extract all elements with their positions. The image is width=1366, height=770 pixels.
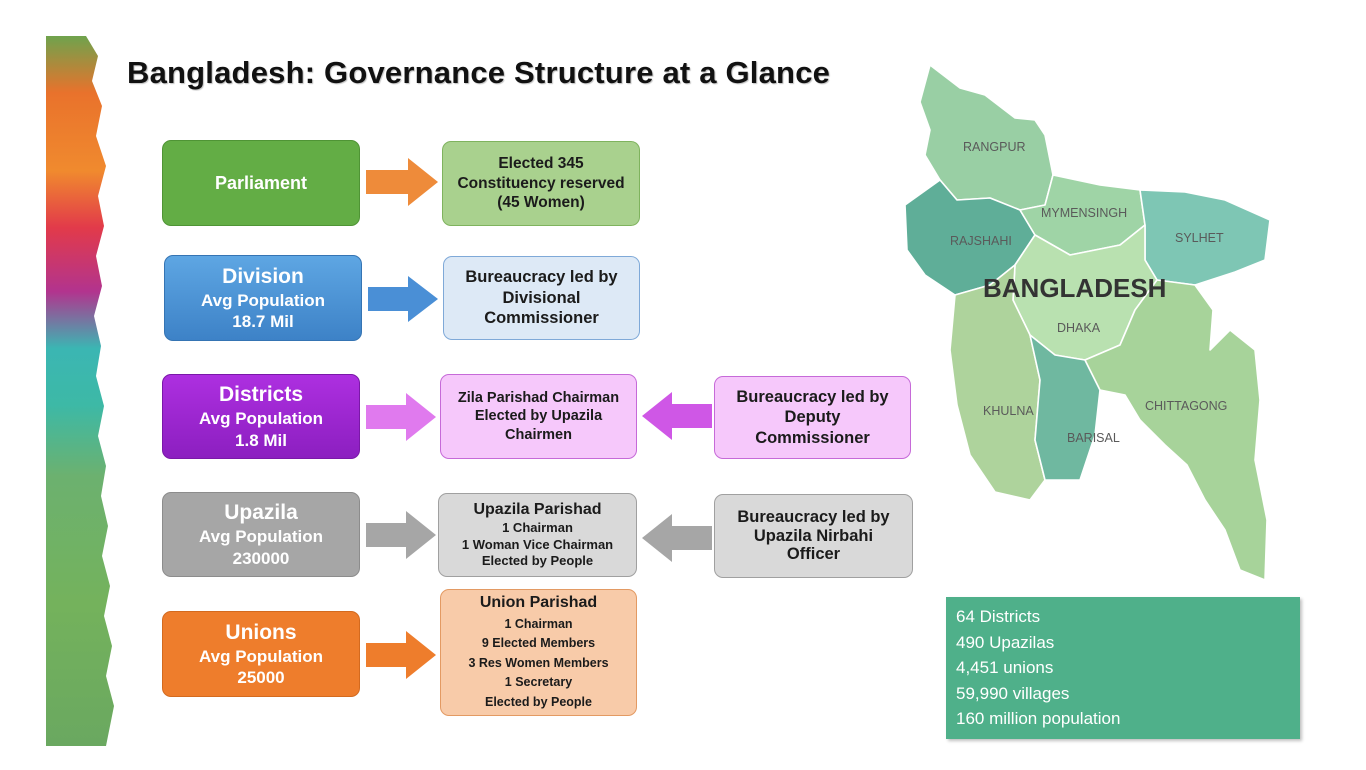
unions-detail-heading: Union Parishad — [479, 594, 598, 612]
bangladesh-map: RANGPUR MYMENSINGH RAJSHAHI SYLHET DHAKA… — [904, 64, 1271, 581]
unions-detail-box: Union Parishad 1 Chairman 9 Elected Memb… — [440, 589, 637, 716]
districts-population: 1.8 Mil — [235, 430, 287, 450]
districts-bureaucracy-box: Bureaucracy led by Deputy Commissioner — [714, 376, 911, 459]
parliament-detail-line-3: (45 Women) — [497, 194, 585, 212]
districts-label: Districts — [218, 383, 304, 407]
upazila-bureaucracy-line-1: Bureaucracy led by — [737, 507, 890, 526]
districts-bureaucracy-line-1: Bureaucracy led by — [736, 387, 889, 406]
districts-bureaucracy-line-2: Deputy — [784, 408, 841, 427]
map-label-khulna: KHULNA — [983, 404, 1034, 418]
map-label-chittagong: CHITTAGONG — [1145, 399, 1227, 413]
map-label-rajshahi: RAJSHAHI — [950, 234, 1012, 248]
parliament-arrow — [366, 158, 438, 206]
unions-detail-line-4: 1 Secretary — [504, 675, 573, 690]
upazila-left-arrow — [642, 514, 712, 562]
districts-avg-label: Avg Population — [198, 409, 324, 429]
districts-box: Districts Avg Population 1.8 Mil — [162, 374, 360, 459]
barisal-region — [1029, 334, 1101, 481]
unions-detail-line-5: Elected by People — [485, 694, 592, 709]
stat-upazilas: 490 Upazilas — [956, 632, 1055, 652]
stat-population: 160 million population — [956, 709, 1121, 728]
upazila-population: 230000 — [232, 548, 290, 568]
districts-left-arrow — [642, 392, 712, 440]
division-detail-box: Bureaucracy led by Divisional Commission… — [443, 256, 640, 340]
parliament-detail-box: Elected 345 Constituency reserved (45 Wo… — [442, 141, 640, 226]
districts-detail-line-3: Chairmen — [505, 426, 572, 443]
upazila-detail-heading: Upazila Parishad — [473, 500, 602, 518]
division-population: 18.7 Mil — [232, 312, 294, 332]
division-label: Division — [222, 264, 304, 288]
districts-detail-line-2: Elected by Upazila — [474, 408, 603, 425]
map-label-barisal: BARISAL — [1067, 431, 1120, 445]
parliament-label: Parliament — [214, 172, 308, 193]
unions-detail-line-3: 3 Res Women Members — [468, 655, 609, 670]
upazila-detail-box: Upazila Parishad 1 Chairman 1 Woman Vice… — [438, 493, 637, 577]
map-label-sylhet: SYLHET — [1175, 231, 1224, 245]
upazila-right-arrow — [366, 511, 436, 559]
division-box: Division Avg Population 18.7 Mil — [164, 255, 362, 341]
stat-villages: 59,990 villages — [956, 683, 1070, 703]
upazila-detail-line-1: 1 Chairman — [502, 519, 573, 535]
upazila-bureaucracy-box: Bureaucracy led by Upazila Nirbahi Offic… — [714, 494, 913, 578]
upazila-detail-line-3: Elected by People — [481, 553, 594, 569]
unions-population: 25000 — [237, 668, 285, 688]
stat-unions: 4,451 unions — [956, 658, 1054, 677]
stats-panel: 64 Districts 490 Upazilas 4,451 unions 5… — [946, 597, 1300, 739]
districts-detail-box: Zila Parishad Chairman Elected by Upazil… — [440, 374, 637, 459]
unions-avg-label: Avg Population — [198, 646, 324, 666]
map-country-label: BANGLADESH — [983, 273, 1166, 303]
division-detail-line-1: Bureaucracy led by — [465, 268, 618, 287]
upazila-bureaucracy-line-3: Officer — [786, 545, 841, 564]
districts-detail-line-1: Zila Parishad Chairman — [457, 390, 620, 407]
map-label-dhaka: DHAKA — [1057, 321, 1101, 335]
unions-label: Unions — [225, 620, 297, 644]
division-detail-line-3: Commissioner — [484, 309, 599, 328]
upazila-detail-line-2: 1 Woman Vice Chairman — [461, 536, 614, 552]
unions-detail-line-1: 1 Chairman — [504, 617, 573, 632]
parliament-box: Parliament — [162, 140, 360, 226]
upazila-label: Upazila — [224, 501, 298, 525]
unions-detail-line-2: 9 Elected Members — [481, 636, 596, 651]
upazila-bureaucracy-line-2: Upazila Nirbahi — [753, 526, 874, 545]
division-detail-line-2: Divisional — [502, 288, 581, 307]
chittagong-region — [1084, 279, 1268, 581]
unions-box: Unions Avg Population 25000 — [162, 611, 360, 697]
unions-arrow — [366, 631, 436, 679]
districts-bureaucracy-line-3: Commissioner — [755, 428, 870, 447]
map-label-mymensingh: MYMENSINGH — [1041, 206, 1127, 220]
map-label-rangpur: RANGPUR — [963, 140, 1026, 154]
districts-right-arrow — [366, 393, 436, 441]
upazila-box: Upazila Avg Population 230000 — [162, 492, 360, 577]
division-arrow — [368, 276, 438, 322]
parliament-detail-line-2: Constituency reserved — [457, 174, 625, 192]
stat-districts: 64 Districts — [956, 607, 1041, 626]
page-title: Bangladesh: Governance Structure at a Gl… — [127, 55, 831, 90]
upazila-avg-label: Avg Population — [198, 527, 324, 547]
decorative-color-strip — [46, 36, 114, 746]
division-avg-label: Avg Population — [200, 290, 326, 310]
parliament-detail-line-1: Elected 345 — [498, 155, 584, 173]
